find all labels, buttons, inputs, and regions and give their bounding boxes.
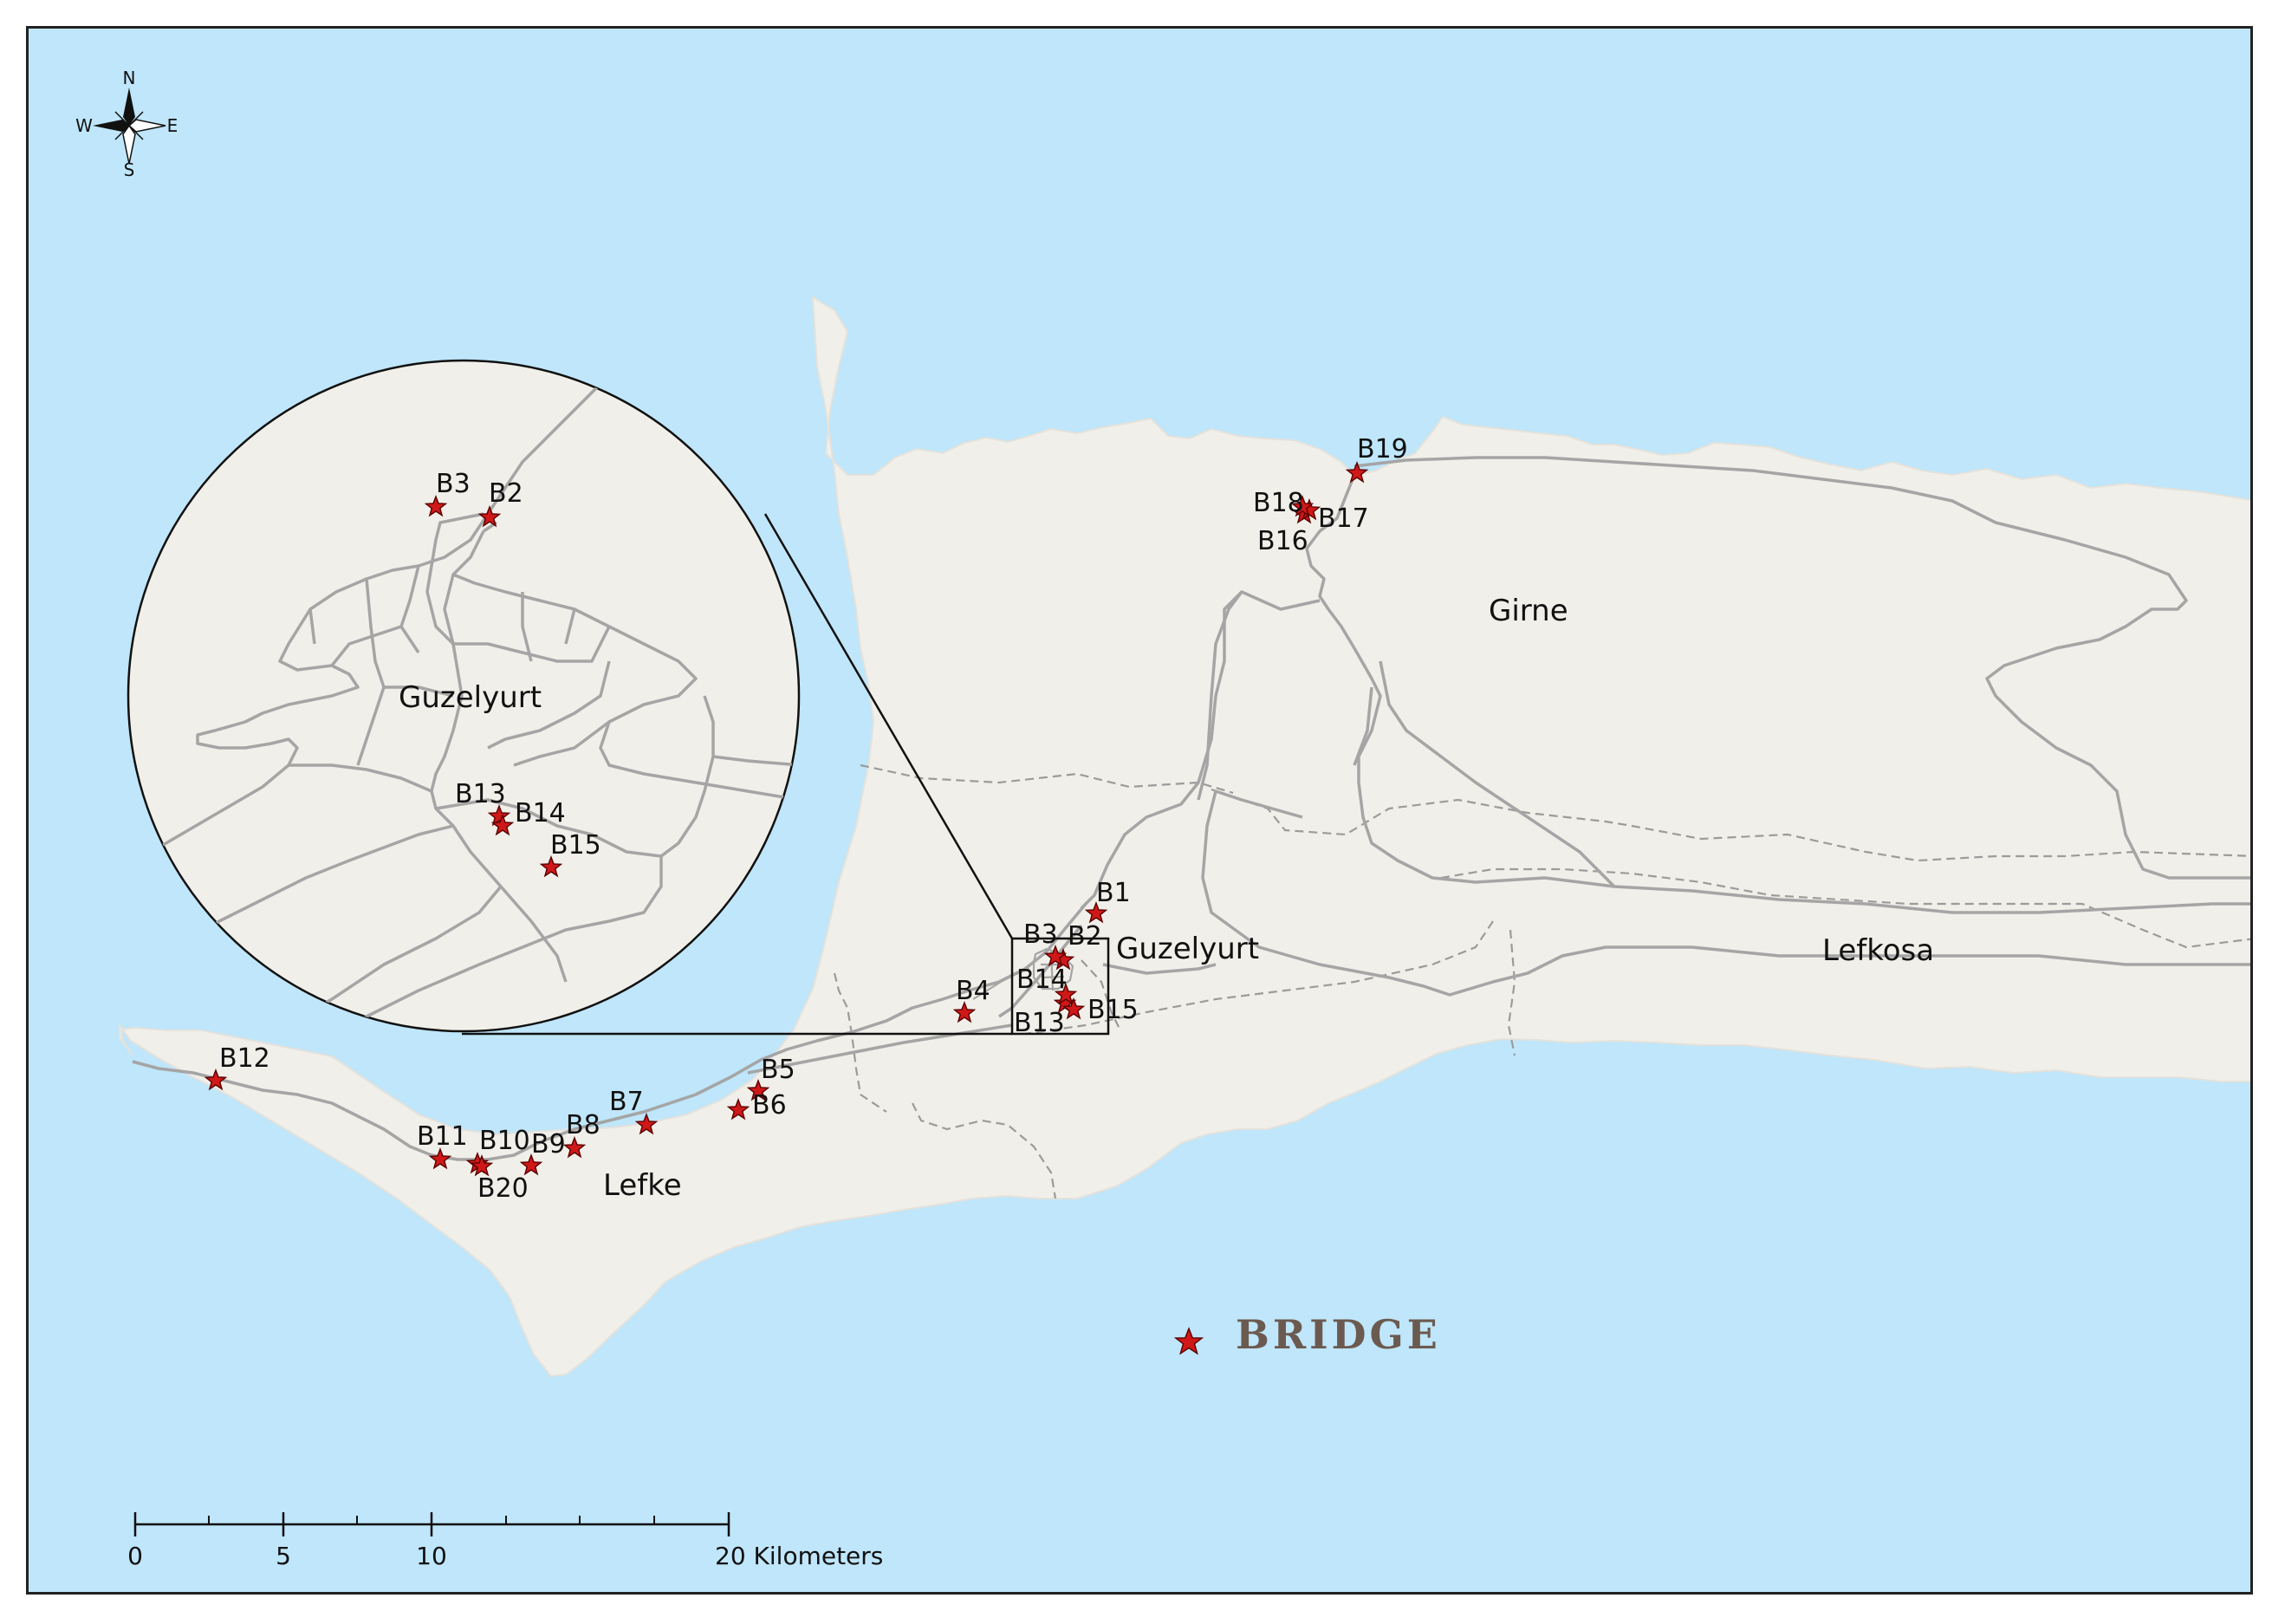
bridge-star-b7[interactable] xyxy=(634,1113,659,1135)
inset-bridge-star-b14[interactable] xyxy=(490,814,515,836)
bridge-label-b4: B4 xyxy=(956,976,990,1006)
road-network xyxy=(132,456,2250,1161)
inset-bridge-star-b13[interactable] xyxy=(487,804,511,827)
bridge-label-b8: B8 xyxy=(566,1110,600,1140)
landmass-main xyxy=(119,296,2250,1378)
scale-tick-5: 5 xyxy=(276,1542,291,1570)
bridge-star-b9[interactable] xyxy=(519,1153,543,1176)
bridge-label-b1: B1 xyxy=(1096,878,1131,908)
bridge-label-b9: B9 xyxy=(531,1129,566,1160)
inset-bridge-star-b3[interactable] xyxy=(424,495,448,517)
inset-bridge-label-b15: B15 xyxy=(550,830,601,861)
bridge-label-b16: B16 xyxy=(1257,526,1308,556)
place-labels: Girne Lefkosa Guzelyurt Lefke Guzelyurt xyxy=(399,594,1934,1203)
bridge-star-b20[interactable] xyxy=(470,1154,494,1177)
bridge-label-b15: B15 xyxy=(1087,995,1139,1025)
place-label-guzelyurt: Guzelyurt xyxy=(1116,932,1259,966)
bridge-label-b20: B20 xyxy=(477,1173,529,1204)
inset-bridge-label-b13: B13 xyxy=(455,779,506,809)
bridge-star-b4[interactable] xyxy=(952,1001,977,1023)
bridge-layer: B1B2B3B4B5B6B7B8B9B10B11B12B13B14B15B16B… xyxy=(204,434,1408,1204)
bridge-label-b17: B17 xyxy=(1318,503,1369,534)
bridge-label-b18: B18 xyxy=(1253,488,1304,518)
scale-bar: 0 5 10 20 Kilometers xyxy=(127,1512,883,1570)
map-frame: N S E W Girne Lefkosa Guzelyurt Lefke Gu… xyxy=(26,26,2253,1595)
place-label-guzelyurt-inset: Guzelyurt xyxy=(399,680,542,715)
bridge-star-b18[interactable] xyxy=(1290,495,1315,517)
place-label-lefke: Lefke xyxy=(603,1168,682,1203)
bridge-star-b8[interactable] xyxy=(562,1136,587,1159)
red-star-icon xyxy=(1173,1327,1204,1355)
bridge-star-b19[interactable] xyxy=(1345,461,1369,484)
inset-circle xyxy=(127,359,801,1033)
compass-rose: N S E W xyxy=(75,68,178,180)
bridge-label-b14: B14 xyxy=(1016,965,1068,995)
bridge-label-b11: B11 xyxy=(417,1121,468,1152)
map-canvas: N S E W Girne Lefkosa Guzelyurt Lefke Gu… xyxy=(29,29,2250,1592)
inset-bridge-label-b2: B2 xyxy=(489,478,523,509)
inset-connector-top xyxy=(763,513,1014,939)
bridge-label-b12: B12 xyxy=(219,1043,270,1074)
bridge-label-b5: B5 xyxy=(761,1055,795,1085)
scale-tick-0: 0 xyxy=(127,1542,143,1570)
bridge-star-b3[interactable] xyxy=(1043,945,1068,967)
bridge-star-b1[interactable] xyxy=(1084,901,1108,924)
compass-north-label: N xyxy=(123,68,136,88)
inset-extent-box xyxy=(1010,937,1110,1036)
bridge-star-b11[interactable] xyxy=(428,1147,452,1170)
inset-bridge-star-b15[interactable] xyxy=(539,855,563,878)
compass-west-label: W xyxy=(75,115,93,136)
bridge-label-b6: B6 xyxy=(752,1090,787,1121)
bridge-label-b13: B13 xyxy=(1014,1008,1065,1038)
compass-south-label: S xyxy=(124,159,135,180)
inset-bridge-label-b14: B14 xyxy=(515,798,566,828)
legend: BRIDGE xyxy=(1173,1311,1441,1358)
bridge-label-b3: B3 xyxy=(1023,919,1058,950)
bridge-star-b5[interactable] xyxy=(746,1079,770,1101)
bridge-star-b15[interactable] xyxy=(1061,997,1086,1020)
inset-bridge-label-b3: B3 xyxy=(436,469,471,499)
scale-tick-20-km: 20 Kilometers xyxy=(715,1542,883,1570)
inset-roads xyxy=(128,374,799,1031)
bridge-star-b12[interactable] xyxy=(204,1069,228,1091)
bridge-label-b2: B2 xyxy=(1068,921,1102,952)
bridge-star-b6[interactable] xyxy=(726,1098,750,1121)
bridge-star-b14[interactable] xyxy=(1054,983,1078,1005)
bridge-label-b19: B19 xyxy=(1357,434,1408,464)
scale-tick-10: 10 xyxy=(416,1542,447,1570)
bridge-label-b7: B7 xyxy=(609,1087,644,1117)
compass-east-label: E xyxy=(167,115,179,136)
inset-bridge-star-b2[interactable] xyxy=(477,505,502,528)
place-label-lefkosa: Lefkosa xyxy=(1822,933,1934,968)
bridge-label-b10: B10 xyxy=(479,1126,530,1156)
place-label-girne: Girne xyxy=(1489,594,1568,628)
legend-label: BRIDGE xyxy=(1236,1311,1441,1358)
